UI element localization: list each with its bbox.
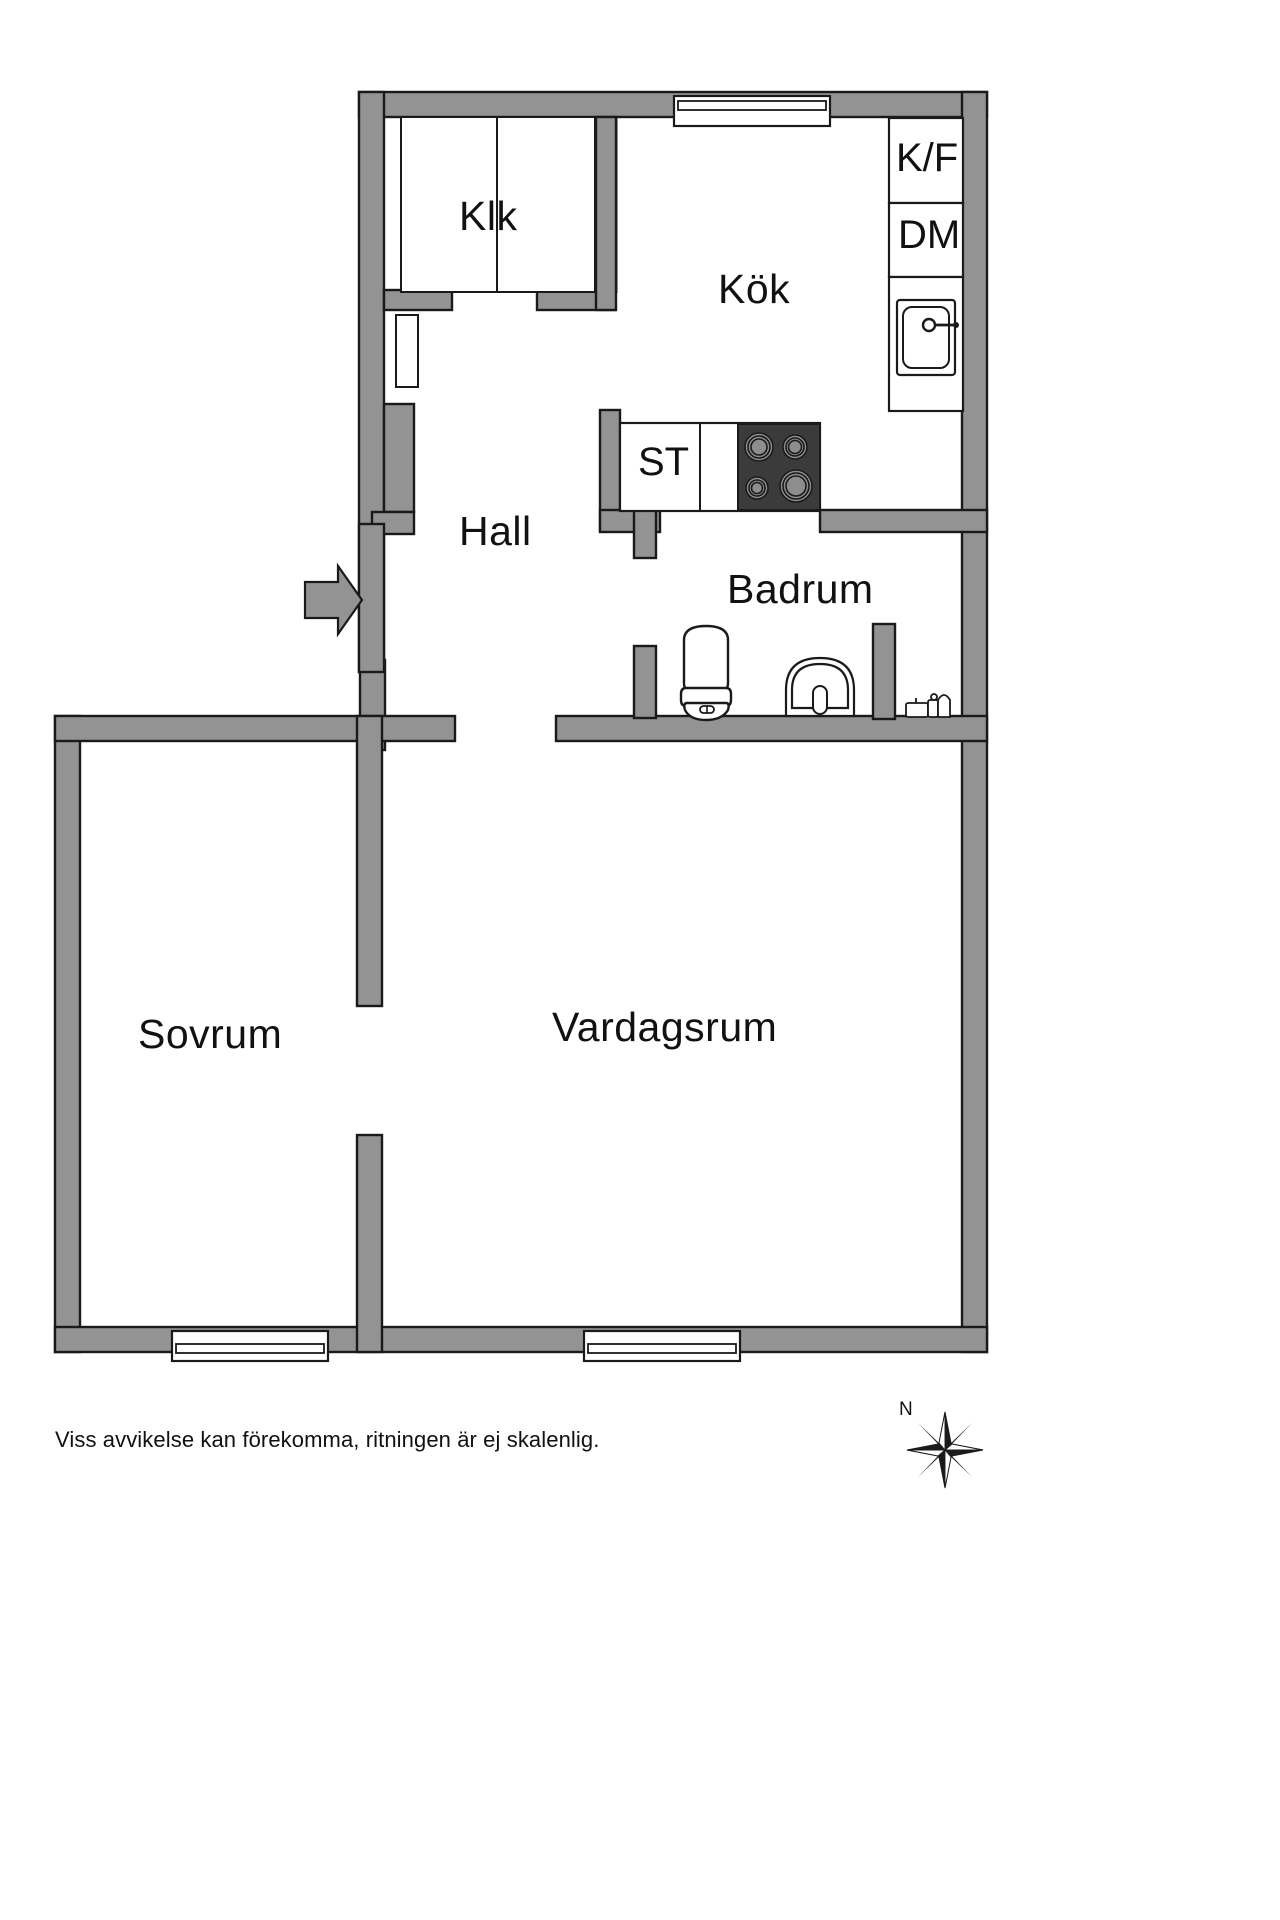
- room-label-kok: Kök: [718, 266, 791, 312]
- appliance-label-dishwasher: DM: [898, 213, 961, 257]
- compass-north-label: N: [899, 1399, 913, 1420]
- door-klk-divider: [615, 116, 618, 293]
- wall-badrum-bottom: [554, 714, 989, 743]
- windows: [170, 94, 832, 1363]
- washbasin: [784, 656, 856, 718]
- appliance-label-fridge-freezer: K/F: [896, 136, 959, 180]
- appliance-label-washing-machine: ST: [638, 440, 690, 484]
- toilet: [679, 624, 733, 722]
- wall-top-sovrum: [53, 714, 387, 743]
- wall-badrum-right-stub: [871, 622, 897, 721]
- door-hall-niche: [395, 314, 419, 388]
- window-kitchen: [672, 94, 832, 128]
- wall-left-lower-exterior: [53, 714, 82, 1354]
- stove-cooktop: [737, 423, 821, 511]
- cabinet-fridge-freezer: [887, 116, 965, 205]
- wall-klk-right-vertical: [594, 115, 618, 312]
- entrance-arrow: [303, 562, 364, 638]
- disclaimer-text: Viss avvikelse kan förekomma, ritningen …: [55, 1427, 600, 1452]
- wall-kitchen-stub-down: [632, 508, 658, 560]
- bathroom-plumbing-fixture: [905, 693, 951, 718]
- wall-hall-jog-c: [357, 522, 386, 674]
- room-label-badrum: Badrum: [727, 566, 874, 612]
- room-label-klk: Klk: [459, 193, 518, 239]
- wall-kitchen-bottom-right: [818, 508, 989, 534]
- room-label-vardagsrum: Vardagsrum: [552, 1004, 778, 1050]
- wall-sovrum-partition-upper: [355, 714, 384, 1008]
- compass-rose: [906, 1411, 984, 1489]
- doors: [395, 116, 618, 388]
- room-label-hall: Hall: [459, 508, 532, 554]
- wall-badrum-left-stub: [632, 644, 658, 720]
- window-sovrum: [170, 1329, 330, 1363]
- wall-sovrum-partition-lower: [355, 1133, 384, 1354]
- window-vardagsrum: [582, 1329, 742, 1363]
- kitchen-sink: [895, 298, 959, 377]
- wall-hall-jog-a: [382, 402, 416, 514]
- room-label-sovrum: Sovrum: [138, 1011, 283, 1057]
- cabinet-dishwasher: [887, 201, 965, 279]
